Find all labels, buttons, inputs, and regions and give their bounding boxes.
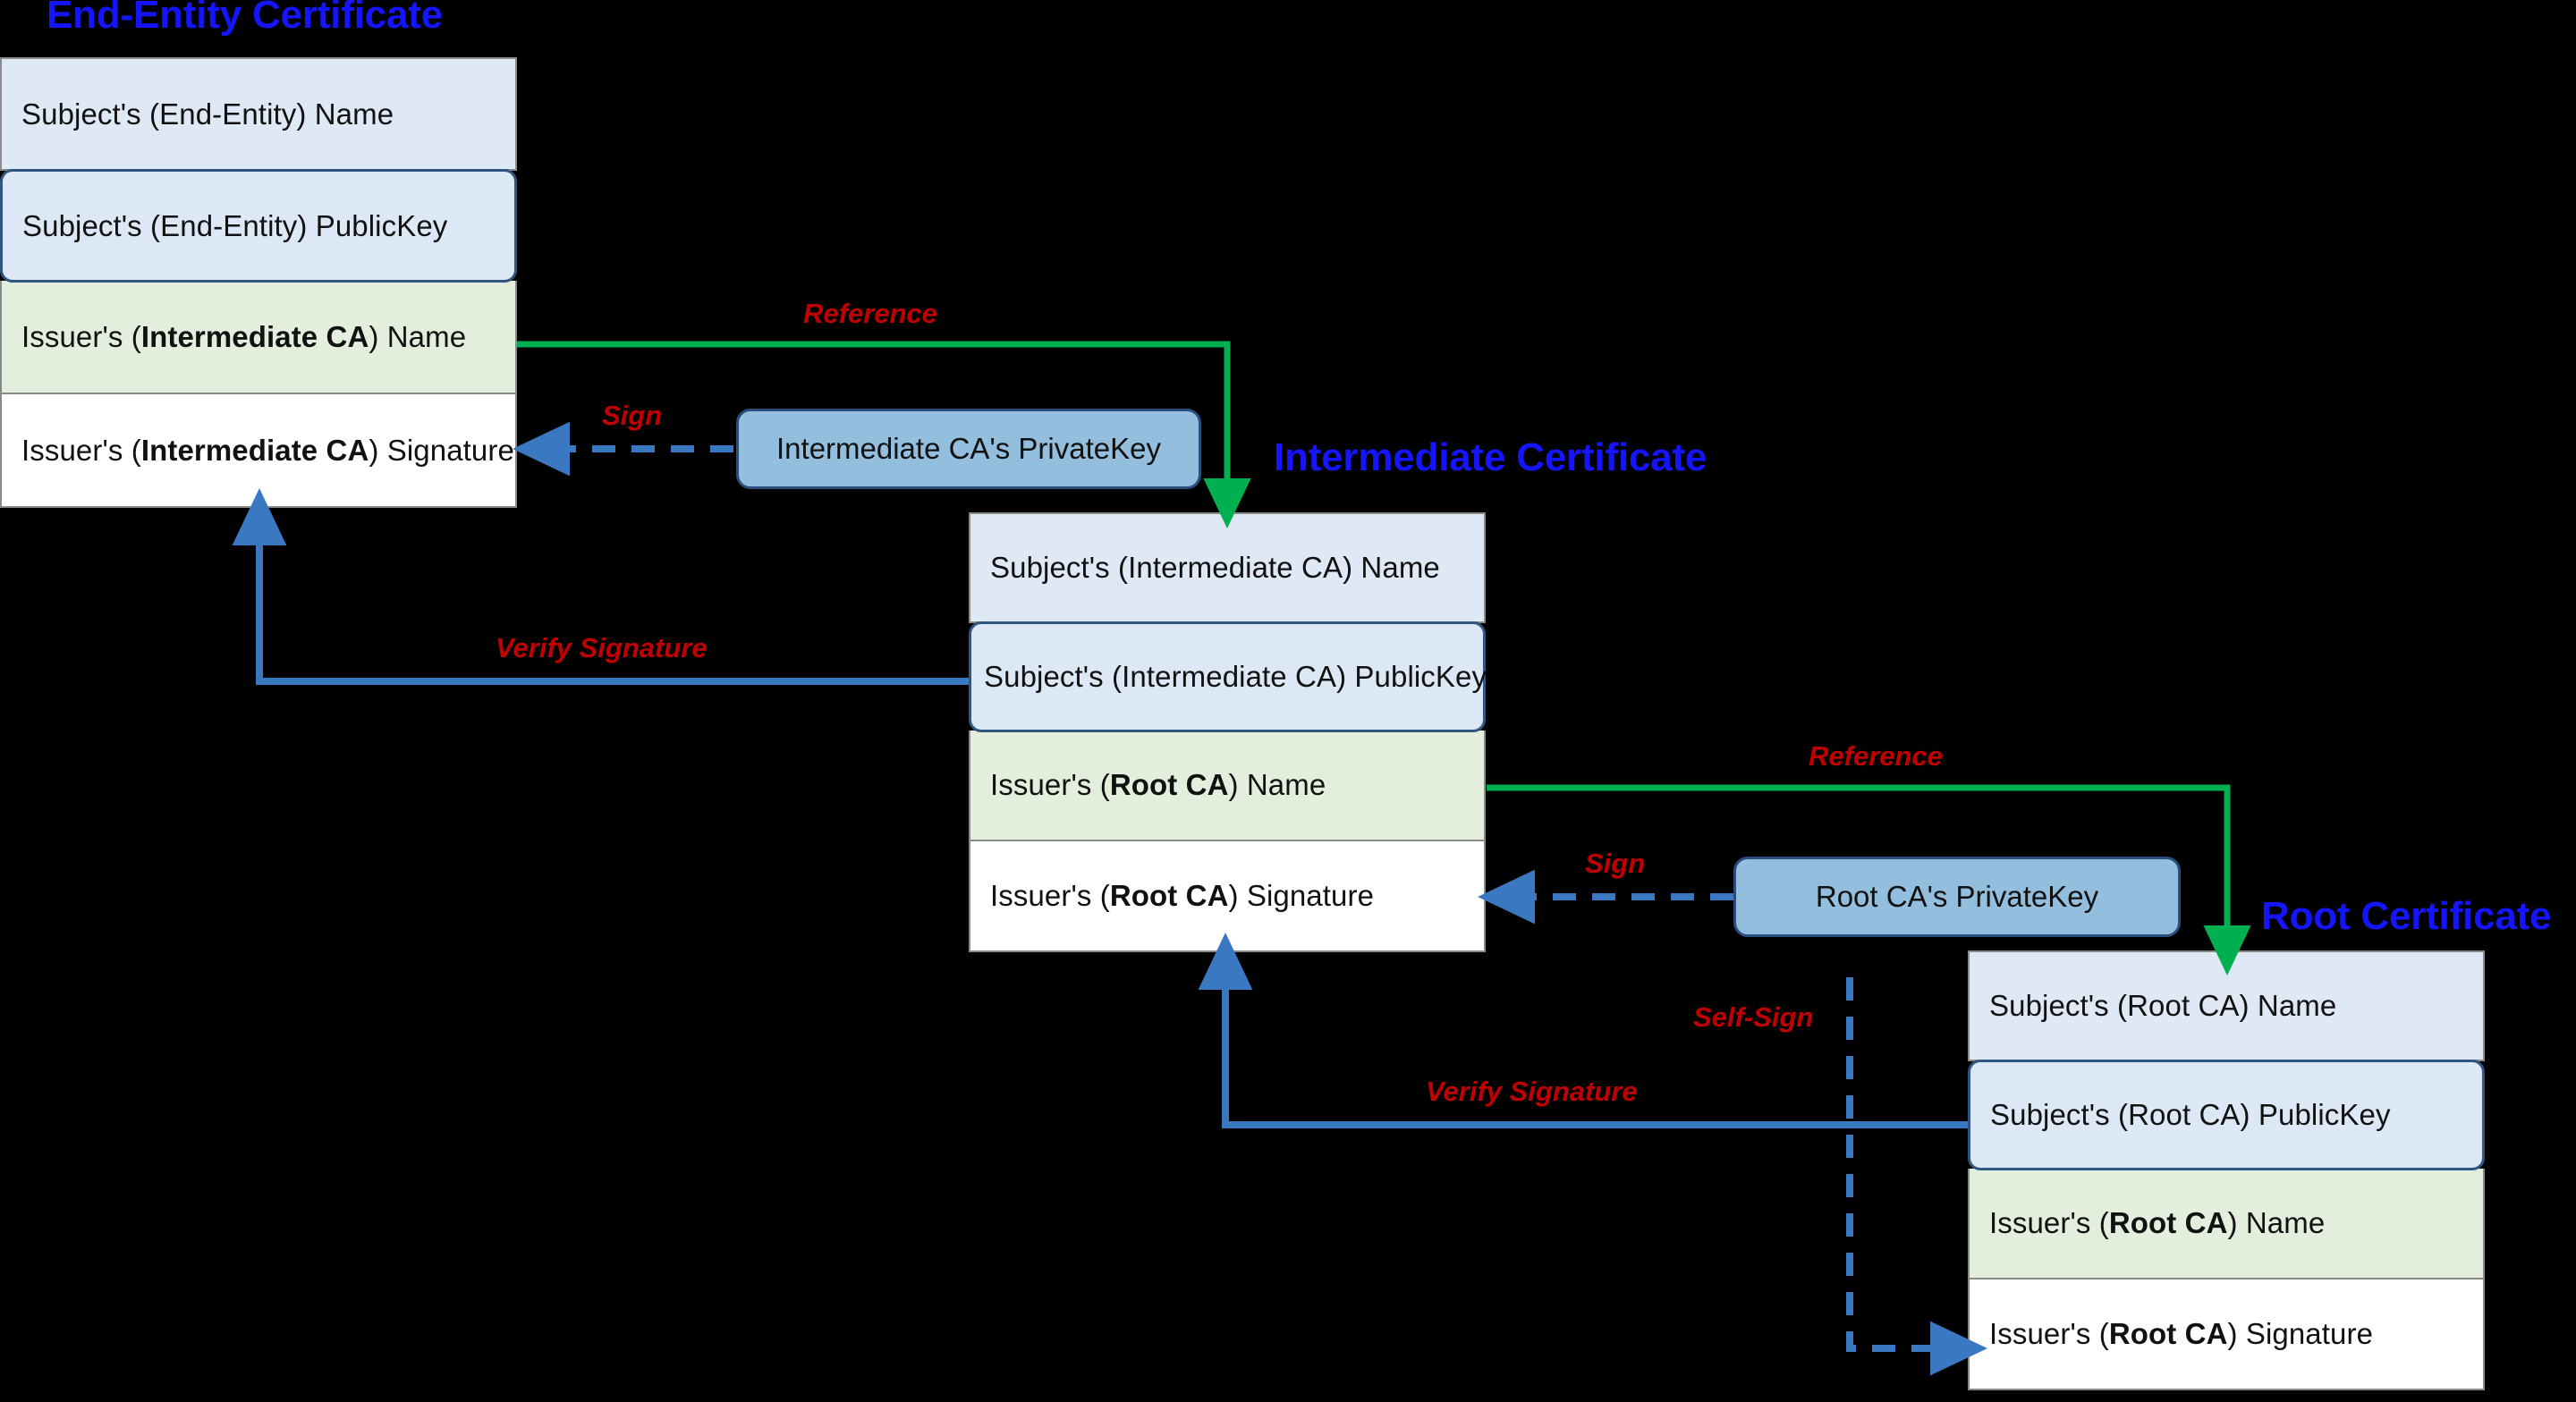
title-intermediate-certificate: Intermediate Certificate xyxy=(1274,435,1707,479)
key-label: Intermediate CA's PrivateKey xyxy=(776,432,1161,465)
row-subject-publickey: Subject's (End-Entity) PublicKey xyxy=(0,169,517,283)
row-subject-name: Subject's (End-Entity) Name xyxy=(0,57,517,171)
row-label: Subject's (Root CA) PublicKey xyxy=(1990,1098,2391,1131)
edge-label-reference-root: Reference xyxy=(1809,740,1943,772)
row-label: Issuer's (Root CA) Signature xyxy=(1989,1317,2374,1350)
row-subject-publickey: Subject's (Root CA) PublicKey xyxy=(1968,1060,2485,1170)
row-label: Subject's (End-Entity) PublicKey xyxy=(22,208,448,242)
row-issuer-name: Issuer's (Root CA) Name xyxy=(969,731,1486,841)
row-label: Subject's (End-Entity) Name xyxy=(21,97,394,131)
row-subject-name: Subject's (Intermediate CA) Name xyxy=(969,512,1486,623)
certificate-intermediate: Subject's (Intermediate CA) Name Subject… xyxy=(969,512,1487,952)
row-issuer-signature: Issuer's (Intermediate CA) Signature xyxy=(0,394,517,508)
edge-label-verify-root: Verify Signature xyxy=(1426,1076,1638,1107)
key-intermediate-privatekey: Intermediate CA's PrivateKey xyxy=(736,409,1201,489)
row-subject-name: Subject's (Root CA) Name xyxy=(1968,950,2485,1061)
wire-self-sign-root xyxy=(1846,977,1987,1376)
row-issuer-signature: Issuer's (Root CA) Signature xyxy=(1968,1280,2485,1390)
row-label: Issuer's (Intermediate CA) Name xyxy=(21,319,467,353)
row-issuer-signature: Issuer's (Root CA) Signature xyxy=(969,841,1486,952)
row-label: Issuer's (Root CA) Signature xyxy=(990,879,1375,912)
row-label: Subject's (Root CA) Name xyxy=(1989,989,2337,1022)
row-label: Issuer's (Root CA) Name xyxy=(990,768,1326,801)
edge-label-self-sign: Self-Sign xyxy=(1693,1001,1814,1033)
edge-label-verify-intermediate: Verify Signature xyxy=(496,632,708,663)
row-issuer-name: Issuer's (Root CA) Name xyxy=(1968,1169,2485,1280)
row-label: Subject's (Intermediate CA) PublicKey xyxy=(984,660,1487,693)
edge-label-sign-intermediate: Sign xyxy=(602,400,663,431)
key-root-privatekey: Root CA's PrivateKey xyxy=(1733,857,2181,937)
certificate-root: Subject's (Root CA) Name Subject's (Root… xyxy=(1968,950,2485,1390)
certificate-end-entity: Subject's (End-Entity) Name Subject's (E… xyxy=(0,57,517,508)
row-label: Issuer's (Root CA) Name xyxy=(1989,1206,2326,1239)
title-root-certificate: Root Certificate xyxy=(2261,894,2552,938)
row-label: Subject's (Intermediate CA) Name xyxy=(990,551,1440,584)
row-label: Issuer's (Intermediate CA) Signature xyxy=(21,433,514,467)
row-issuer-name: Issuer's (Intermediate CA) Name xyxy=(0,281,517,394)
key-label: Root CA's PrivateKey xyxy=(1815,880,2099,913)
edge-label-reference-ee: Reference xyxy=(803,298,937,329)
title-end-entity-certificate: End-Entity Certificate xyxy=(47,0,443,37)
edge-label-sign-root: Sign xyxy=(1585,848,1646,879)
row-subject-publickey: Subject's (Intermediate CA) PublicKey xyxy=(969,621,1487,732)
